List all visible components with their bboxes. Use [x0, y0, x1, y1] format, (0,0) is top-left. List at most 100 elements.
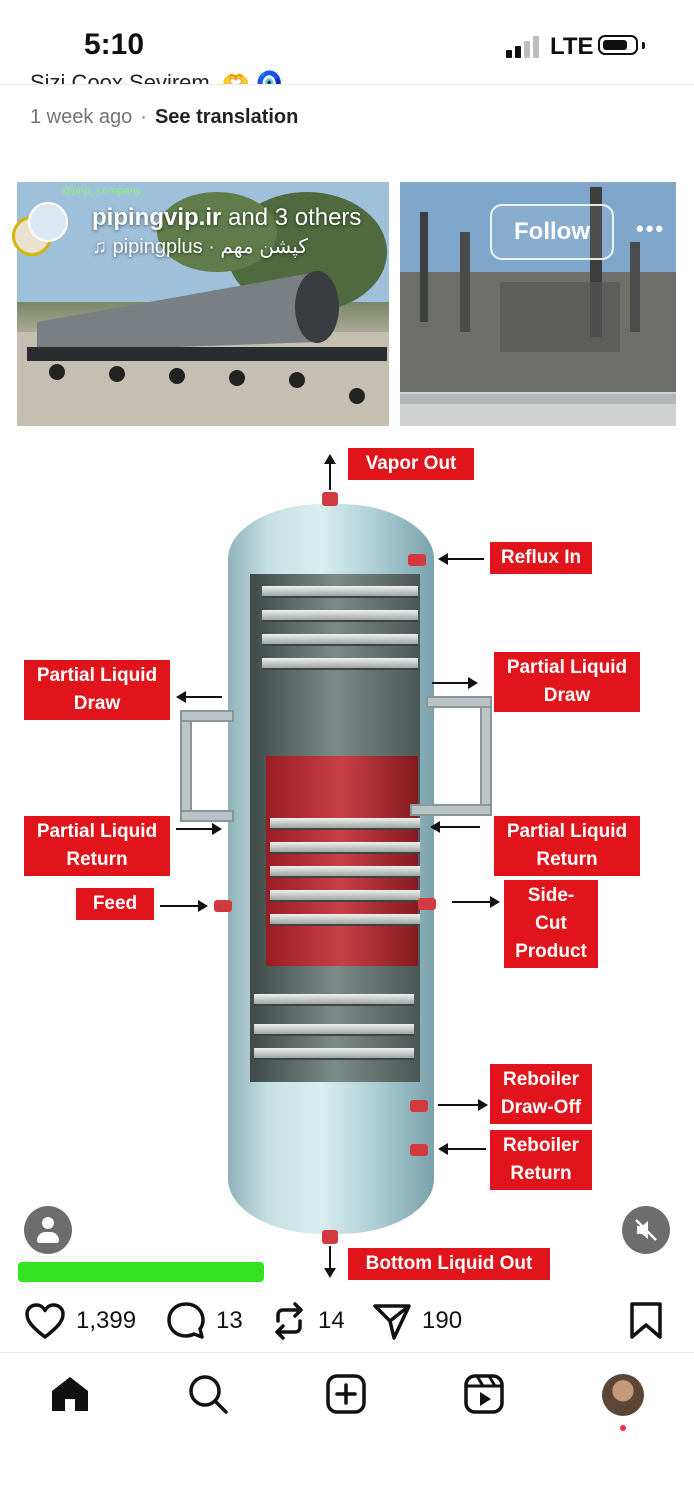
- label-line: Draw-Off: [500, 1097, 582, 1118]
- share-count[interactable]: 190: [422, 1307, 463, 1334]
- arrow-reflux-in: [438, 553, 484, 565]
- nozzle-vapor-out: [322, 492, 338, 506]
- label-line: Side-Cut: [527, 885, 575, 934]
- like-action[interactable]: 1,399: [24, 1290, 136, 1352]
- tray: [270, 890, 420, 902]
- tray: [262, 586, 418, 598]
- nozzle-reboiler-draw: [410, 1100, 428, 1112]
- tray: [270, 866, 420, 878]
- audio-line[interactable]: ♫ pipingplus · کپشن مهم: [92, 234, 308, 259]
- clock: 5:10: [84, 28, 145, 61]
- author-avatar[interactable]: [28, 202, 68, 242]
- tray: [270, 914, 420, 926]
- music-note-icon: ♫: [92, 236, 107, 258]
- comment-count[interactable]: 13: [216, 1307, 243, 1334]
- nozzle-side-cut: [418, 898, 436, 910]
- arrow-partial-return-left: [176, 823, 222, 835]
- comment-icon[interactable]: [166, 1301, 206, 1341]
- repost-icon[interactable]: [270, 1301, 308, 1341]
- signal-icon: [506, 36, 539, 58]
- arrow-partial-draw-left: [176, 691, 222, 703]
- tray: [254, 994, 414, 1006]
- see-translation-link[interactable]: See translation: [154, 106, 299, 128]
- pipe-photo-drawing: @pnp_company: [17, 182, 389, 426]
- tab-create[interactable]: [322, 1370, 370, 1418]
- tray: [262, 634, 418, 646]
- comment-action[interactable]: 13: [166, 1290, 243, 1352]
- collaborators[interactable]: and 3 others: [221, 204, 362, 231]
- tray: [270, 842, 420, 854]
- tab-reels[interactable]: [460, 1370, 508, 1418]
- bottom-tab-bar: [0, 1360, 694, 1440]
- label-bottom-liquid-out: Bottom Liquid Out: [348, 1248, 550, 1280]
- label-line: Product: [515, 941, 587, 962]
- battery-tip: [642, 42, 645, 49]
- author-handle[interactable]: pipingvip.ir: [92, 204, 222, 231]
- watermark: @pnp_company: [61, 185, 142, 197]
- post-caption: Sizi Çoox Sevirem. 🫶 🧿: [30, 70, 283, 84]
- label-vapor-out: Vapor Out: [348, 448, 474, 480]
- post-meta: 1 week ago·See translation: [30, 106, 298, 129]
- label-line: Reboiler: [502, 1069, 580, 1090]
- arrow-side-cut: [452, 896, 500, 908]
- send-icon[interactable]: [372, 1301, 412, 1341]
- arrow-reboiler-return: [438, 1143, 486, 1155]
- profile-avatar[interactable]: [602, 1374, 644, 1416]
- label-line: Partial Liquid: [506, 821, 628, 842]
- promo-banner[interactable]: [18, 1262, 264, 1282]
- column-red-zone: [266, 756, 418, 966]
- label-line: Return: [510, 1163, 572, 1184]
- status-bar: 5:10 LTE: [0, 0, 694, 85]
- right-pipe: [480, 696, 492, 814]
- nozzle-reboiler-return: [410, 1144, 428, 1156]
- label-line: Return: [66, 849, 128, 870]
- label-line: Reboiler: [502, 1135, 580, 1156]
- reels-icon[interactable]: [463, 1373, 505, 1415]
- tray: [254, 1024, 414, 1036]
- label-line: Partial Liquid: [36, 665, 158, 686]
- repost-count[interactable]: 14: [318, 1307, 345, 1334]
- tab-home[interactable]: [46, 1370, 94, 1418]
- right-pipe-top: [426, 696, 492, 708]
- save-action[interactable]: [628, 1290, 664, 1352]
- arrow-partial-return-right: [430, 821, 480, 833]
- arrow-vapor-out: [329, 460, 331, 490]
- home-icon[interactable]: [49, 1374, 91, 1414]
- label-line: Draw: [73, 693, 121, 714]
- nozzle-feed: [214, 900, 232, 912]
- refinery-photo-drawing: [400, 182, 676, 426]
- follow-button[interactable]: Follow: [490, 204, 614, 260]
- add-post-icon[interactable]: [325, 1373, 367, 1415]
- share-action[interactable]: 190: [372, 1290, 462, 1352]
- left-pipe-bottom: [180, 810, 234, 822]
- tagged-users-icon[interactable]: [24, 1206, 72, 1254]
- label-line: Draw: [543, 685, 591, 706]
- heart-icon[interactable]: [24, 1302, 66, 1340]
- mute-icon[interactable]: [622, 1206, 670, 1254]
- refinery-photo: [400, 182, 676, 426]
- bookmark-icon[interactable]: [628, 1301, 664, 1341]
- label-reflux-in: Reflux In: [490, 542, 592, 574]
- repost-action[interactable]: 14: [270, 1290, 345, 1352]
- more-options-icon[interactable]: •••: [636, 216, 666, 241]
- left-pipe-top: [180, 710, 234, 722]
- arrow-feed: [160, 900, 208, 912]
- arrow-vapor-out-head: [324, 454, 336, 464]
- post-media[interactable]: @pnp_company pipingvip.ir and 3 others ♫…: [0, 182, 694, 1282]
- pipe-transport-photo: @pnp_company: [17, 182, 389, 426]
- like-count[interactable]: 1,399: [76, 1307, 137, 1334]
- search-icon[interactable]: [187, 1373, 229, 1415]
- tab-search[interactable]: [184, 1370, 232, 1418]
- speaker-muted-glyph: [635, 1219, 657, 1241]
- label-line: Return: [536, 849, 598, 870]
- separator-dot: ·: [140, 106, 147, 128]
- notification-dot: [620, 1425, 626, 1431]
- author-names[interactable]: pipingvip.ir and 3 others: [92, 204, 361, 232]
- label-line: Partial Liquid: [36, 821, 158, 842]
